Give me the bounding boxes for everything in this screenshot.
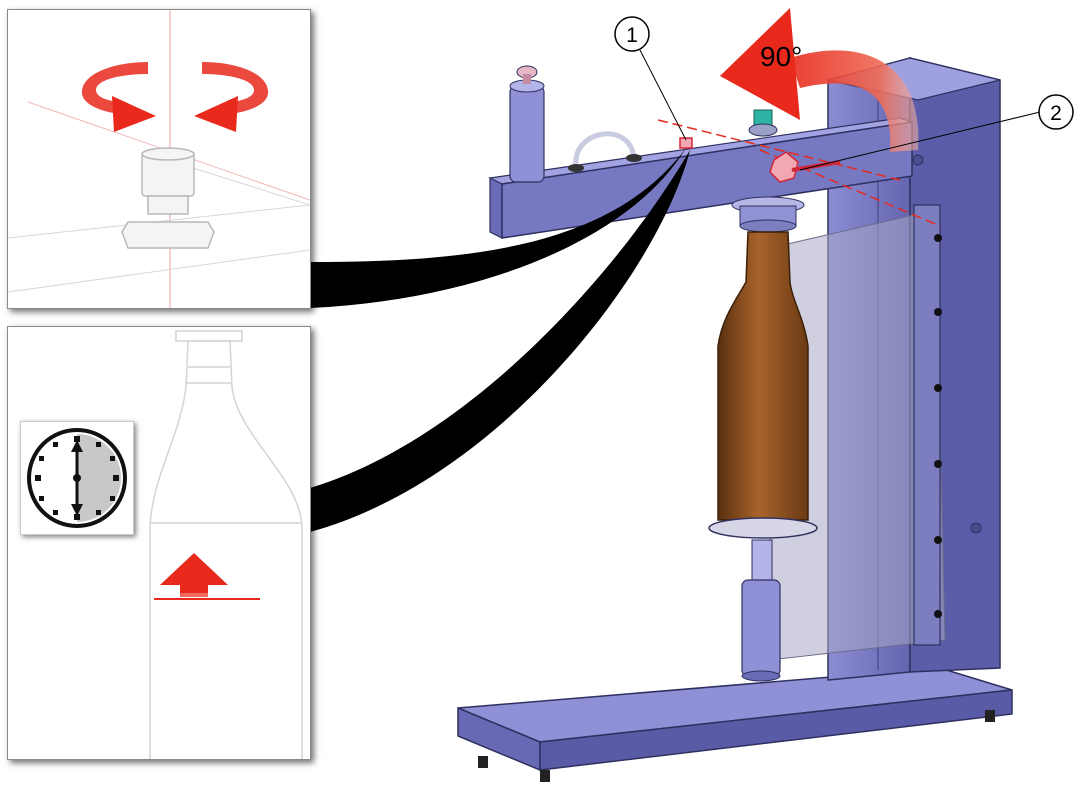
- callout-2: 2: [799, 94, 1074, 171]
- callout-1-number: 1: [626, 24, 638, 47]
- callout-1: 1: [614, 16, 687, 141]
- capping-head: [731, 196, 805, 233]
- rotation-label: 90°: [760, 41, 802, 72]
- base-plate: [457, 667, 1013, 782]
- lift-cylinder: [741, 539, 781, 682]
- horizontal-arm: [488, 117, 913, 239]
- arm-post: [509, 65, 545, 183]
- up-arrow-icon: [154, 553, 260, 600]
- connector-band-top: [310, 148, 686, 308]
- rotate-inward-arrows-icon: [81, 62, 269, 132]
- detail-panel-screw: [7, 9, 311, 309]
- detail-panel-screw-drawing: [7, 10, 311, 308]
- clock-icon: [20, 421, 134, 535]
- axis-line-1: [657, 119, 901, 181]
- connector-band-bottom: [310, 150, 690, 532]
- detail-panel-bottle: [7, 326, 311, 760]
- detail-panel-bottle-drawing: [149, 330, 303, 759]
- callout-2-number: 2: [1050, 102, 1062, 125]
- shield-panel: [769, 204, 946, 661]
- bottle: [708, 231, 818, 539]
- rotate-90-arrow-icon: [720, 8, 919, 152]
